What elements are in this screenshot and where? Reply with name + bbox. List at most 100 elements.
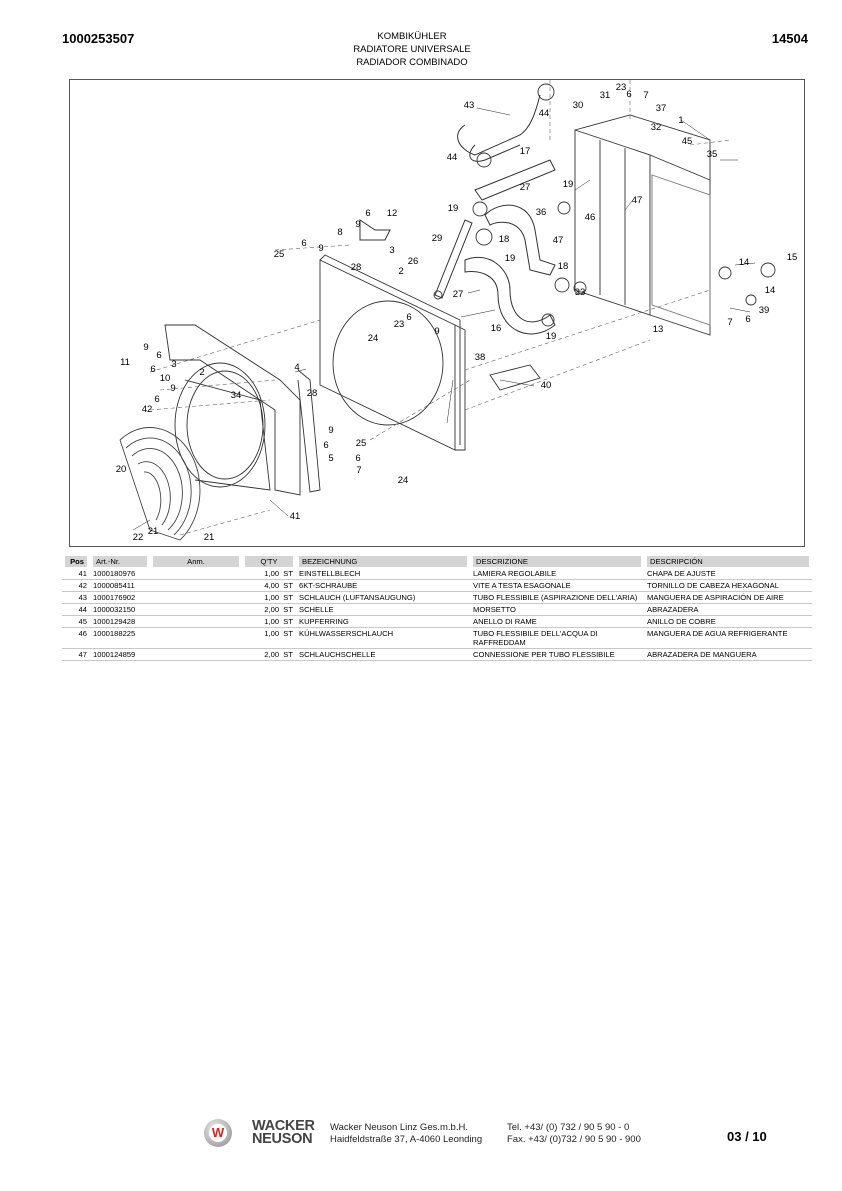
callout: 1 <box>678 115 684 126</box>
cell-art: 1000032150 <box>90 603 150 616</box>
callout: 11 <box>120 357 130 368</box>
callout: 31 <box>599 90 611 101</box>
callout: 9 <box>355 219 361 230</box>
cell-es: TORNILLO DE CABEZA HEXAGONAL <box>644 579 812 592</box>
callout: 7 <box>643 90 649 101</box>
callout: 28 <box>350 262 362 273</box>
cell-es: ANILLO DE COBRE <box>644 615 812 628</box>
callout: 30 <box>572 100 584 111</box>
logo-w: W <box>209 1124 227 1142</box>
shroud-drawing <box>319 254 466 451</box>
callout: 22 <box>132 532 144 543</box>
callout: 7 <box>356 465 362 476</box>
street-address: Haidfeldstraße 37, A-4060 Leonding <box>330 1134 483 1145</box>
cell-qty: 1,00 ST <box>242 568 296 580</box>
callout: 21 <box>147 526 159 537</box>
cell-pos: 42 <box>62 579 90 592</box>
callout: 43 <box>463 100 475 111</box>
callout: 3 <box>171 359 177 370</box>
cell-pos: 46 <box>62 627 90 649</box>
callout: 6 <box>150 364 156 375</box>
cell-es: ABRAZADERA DE MANGUERA <box>644 648 812 661</box>
cell-it: LAMIERA REGOLABILE <box>470 568 644 580</box>
cell-es: MANGUERA DE ASPIRACIÓN DE AIRE <box>644 591 812 604</box>
callout: 18 <box>498 234 510 245</box>
callout: 38 <box>474 352 486 363</box>
callout: 2 <box>398 266 404 277</box>
callout: 6 <box>365 208 371 219</box>
callout: 9 <box>143 342 149 353</box>
cell-qty: 1,00 ST <box>242 591 296 604</box>
hoses-drawing <box>359 94 556 335</box>
callout: 3 <box>389 245 395 256</box>
callout: 16 <box>490 323 502 334</box>
cell-bez: KÜHLWASSERSCHLAUCH <box>296 627 470 649</box>
callout: 39 <box>758 305 770 316</box>
telephone: Tel. +43/ (0) 732 / 90 5 90 - 0 <box>507 1122 630 1133</box>
callout: 19 <box>504 253 516 264</box>
callout: 34 <box>230 390 242 401</box>
callout: 29 <box>431 233 443 244</box>
callout: 44 <box>538 108 550 119</box>
cell-anm <box>150 603 242 616</box>
callout: 15 <box>786 252 798 263</box>
callout: 9 <box>434 326 440 337</box>
callout: 32 <box>650 122 662 133</box>
callout: 18 <box>557 261 569 272</box>
callout: 6 <box>745 314 751 325</box>
cell-anm <box>150 648 242 661</box>
callout: 6 <box>626 89 632 100</box>
callout: 36 <box>535 207 547 218</box>
callout: 2 <box>199 367 205 378</box>
page-titles: KOMBIKÜHLER RADIATORE UNIVERSALE RADIADO… <box>312 30 512 69</box>
table-header-row: Pos Art.-Nr. Anm. Q'TY BEZEICHNUNG DESCR… <box>62 555 812 568</box>
callout: 24 <box>367 333 379 344</box>
callout: 20 <box>115 464 127 475</box>
cell-es: ABRAZADERA <box>644 603 812 616</box>
cell-qty: 1,00 ST <box>242 627 296 649</box>
cell-it: TUBO FLESSIBILE (ASPIRAZIONE DELL'ARIA) <box>470 591 644 604</box>
callout: 23 <box>615 82 627 93</box>
callout: 9 <box>170 383 176 394</box>
callout: 47 <box>552 235 564 246</box>
callout: 37 <box>655 103 667 114</box>
callout: 35 <box>706 149 718 160</box>
callout: 19 <box>447 203 459 214</box>
cell-qty: 1,00 ST <box>242 615 296 628</box>
cell-bez: SCHLAUCHSCHELLE <box>296 648 470 661</box>
callout: 19 <box>562 179 574 190</box>
callout: 42 <box>141 404 153 415</box>
exploded-parts-diagram: 43 44 30 31 23 6 7 37 32 1 45 35 44 17 2… <box>69 79 805 547</box>
title-es: RADIADOR COMBINADO <box>356 57 468 68</box>
callout: 14 <box>738 257 750 268</box>
cell-qty: 2,00 ST <box>242 648 296 661</box>
cell-bez: EINSTELLBLECH <box>296 568 470 580</box>
callout: 6 <box>355 453 361 464</box>
company-name: Wacker Neuson Linz Ges.m.b.H. <box>330 1122 468 1133</box>
contact-info: Tel. +43/ (0) 732 / 90 5 90 - 0 Fax. +43… <box>507 1122 641 1146</box>
callout: 6 <box>156 350 162 361</box>
callout: 40 <box>540 380 552 391</box>
parts-table: Pos Art.-Nr. Anm. Q'TY BEZEICHNUNG DESCR… <box>62 555 812 661</box>
callout: 6 <box>301 238 307 249</box>
filler-strip-drawing <box>489 364 541 391</box>
callout: 33 <box>574 287 586 298</box>
title-de: KOMBIKÜHLER <box>377 31 447 42</box>
callout: 6 <box>406 312 412 323</box>
callout: 9 <box>318 243 324 254</box>
cell-pos: 43 <box>62 591 90 604</box>
clamps-drawing <box>433 83 776 327</box>
cell-qty: 4,00 ST <box>242 579 296 592</box>
gasket-drawing <box>164 324 321 496</box>
callout: 45 <box>681 136 693 147</box>
col-qty: Q'TY <box>242 555 296 568</box>
cell-pos: 44 <box>62 603 90 616</box>
fax: Fax. +43/ (0)732 / 90 5 90 - 900 <box>507 1134 641 1145</box>
col-art-nr: Art.-Nr. <box>90 555 150 568</box>
radiator-drawing <box>574 114 711 336</box>
cell-art: 1000124859 <box>90 648 150 661</box>
fan-ring-drawing <box>174 362 271 491</box>
cell-it: MORSETTO <box>470 603 644 616</box>
callout: 6 <box>154 394 160 405</box>
